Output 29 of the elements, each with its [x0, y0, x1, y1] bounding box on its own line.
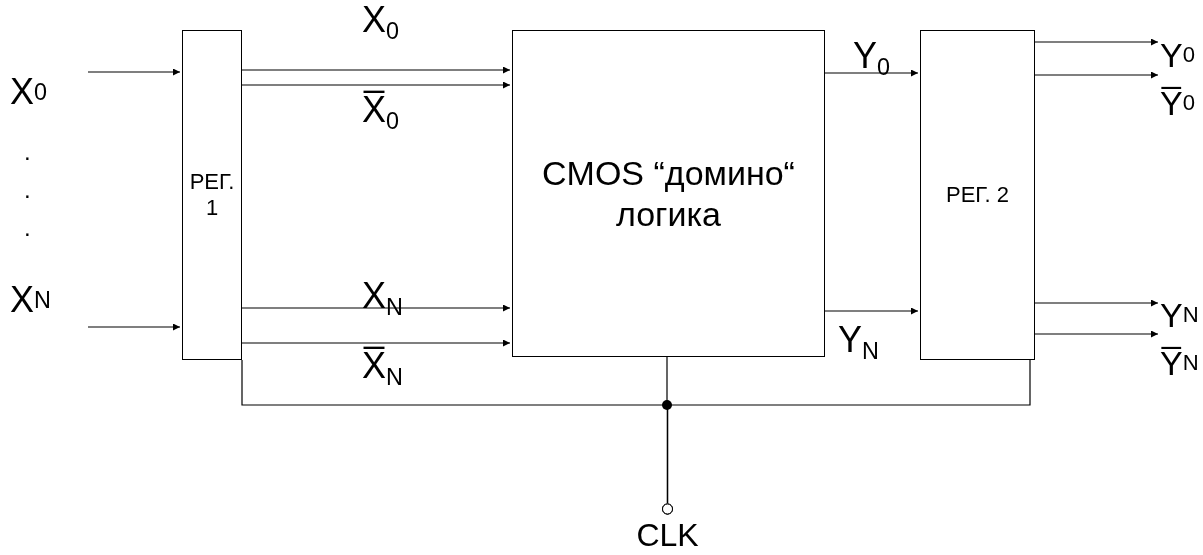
- edge-label: X$_{0}$: [362, 2, 400, 44]
- block-box: [920, 30, 1035, 360]
- signal-label: CLK: [620, 515, 715, 555]
- block-title: РЕГ. 1: [188, 168, 236, 222]
- edge-label: X̅$_{N}$: [362, 348, 403, 390]
- arrow: [824, 307, 919, 315]
- arrow: [1034, 330, 1159, 338]
- arrow: [241, 339, 511, 347]
- arrow: [87, 68, 181, 76]
- arrow: [1034, 38, 1159, 46]
- block-box: [512, 30, 825, 357]
- arrow: [241, 66, 511, 74]
- arrow: [1034, 299, 1159, 307]
- edge-label: Y$_{N}$: [838, 322, 879, 364]
- block-title: CMOS “домино“ логика: [541, 152, 796, 235]
- ellipsis-dot: .: [24, 178, 31, 202]
- arrow: [1034, 71, 1159, 79]
- ellipsis-dot: .: [24, 140, 31, 164]
- arrow: [824, 69, 919, 77]
- arrow: [87, 323, 181, 331]
- arrow: [241, 81, 511, 89]
- block-title: РЕГ. 2: [945, 181, 1009, 209]
- clock-line: [662, 359, 1031, 515]
- edge-label: Y$_{0}$: [853, 38, 891, 80]
- arrow: [241, 304, 511, 312]
- ellipsis-dot: .: [24, 216, 31, 240]
- edge-label: X̅$_{0}$: [362, 92, 400, 134]
- block-box: [182, 30, 242, 360]
- edge-label: X$_{N}$: [362, 278, 403, 320]
